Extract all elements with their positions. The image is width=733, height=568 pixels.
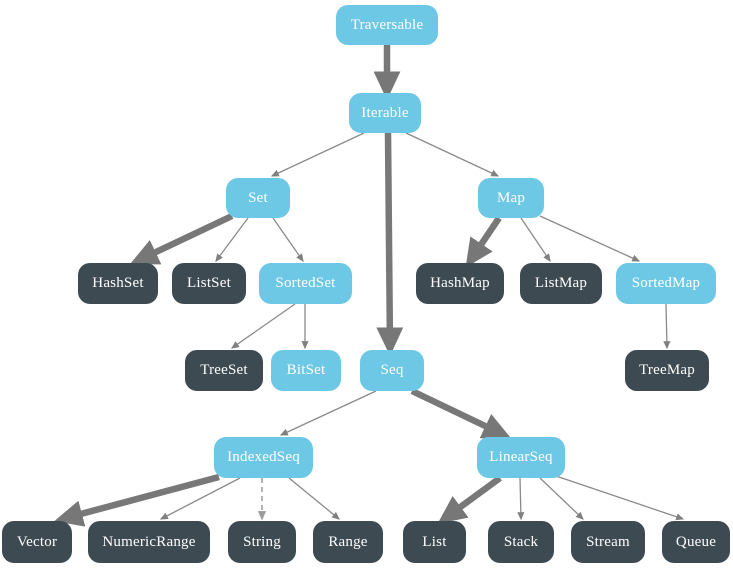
edge-indexedseq-to-range (288, 477, 340, 520)
node-vector[interactable]: Vector (2, 521, 72, 563)
node-traversable[interactable]: Traversable (336, 5, 438, 45)
node-label-listset: ListSet (187, 275, 231, 291)
node-label-map: Map (496, 189, 526, 206)
node-range[interactable]: Range (313, 521, 383, 563)
edge-map-to-hashmap (465, 216, 502, 268)
node-label-listmap: ListMap (534, 275, 588, 291)
node-label-sortedset: SortedSet (275, 275, 336, 291)
edge-indexedseq-to-vector (54, 473, 220, 527)
edge-sortedmap-to-treemap (663, 303, 671, 350)
node-seq[interactable]: Seq (360, 350, 424, 391)
node-list[interactable]: List (403, 521, 466, 563)
edges-group (54, 45, 685, 527)
node-map[interactable]: Map (478, 178, 544, 218)
node-label-queue: Queue (675, 533, 717, 550)
node-label-stack: Stack (503, 533, 539, 550)
node-label-vector: Vector (16, 533, 58, 550)
edge-set-to-sortedset (272, 217, 304, 262)
node-linearseq[interactable]: LinearSeq (477, 437, 565, 478)
node-treeset[interactable]: TreeSet (185, 350, 263, 391)
node-label-sortedmap: SortedMap (631, 275, 701, 291)
node-listset[interactable]: ListSet (172, 263, 246, 304)
edge-linearseq-to-queue (555, 475, 685, 521)
edge-linearseq-to-list (437, 475, 502, 524)
node-label-hashset: HashSet (92, 275, 144, 291)
edge-iterable-to-set (270, 132, 365, 177)
node-label-treeset: TreeSet (200, 362, 248, 378)
edge-iterable-to-seq (376, 132, 404, 357)
node-set[interactable]: Set (226, 178, 290, 218)
node-label-hashmap: HashMap (430, 275, 490, 291)
node-bitset[interactable]: BitSet (271, 350, 341, 391)
node-sortedset[interactable]: SortedSet (259, 263, 352, 304)
node-iterable[interactable]: Iterable (349, 93, 421, 133)
edge-linearseq-to-stack (517, 477, 525, 521)
edge-linearseq-to-stream (539, 477, 584, 520)
edge-map-to-listmap (520, 217, 551, 263)
edge-indexedseq-to-numericrange (159, 477, 241, 520)
node-label-numericrange: NumericRange (102, 533, 196, 550)
node-label-seq: Seq (380, 362, 404, 378)
node-hashmap[interactable]: HashMap (416, 263, 504, 304)
node-indexedseq[interactable]: IndexedSeq (214, 437, 313, 478)
edge-sortedset-to-treeset (231, 303, 296, 349)
node-label-set: Set (248, 189, 268, 206)
edge-set-to-hashset (129, 213, 234, 265)
node-label-indexedseq: IndexedSeq (227, 449, 300, 465)
node-numericrange[interactable]: NumericRange (88, 521, 210, 563)
node-listmap[interactable]: ListMap (520, 263, 602, 304)
node-label-string: String (243, 533, 281, 550)
node-queue[interactable]: Queue (662, 521, 730, 563)
node-label-iterable: Iterable (361, 104, 409, 121)
edge-set-to-listset (215, 217, 249, 262)
edge-seq-to-indexedseq (279, 390, 377, 436)
node-label-traversable: Traversable (350, 16, 424, 33)
node-label-list: List (422, 533, 447, 550)
edge-iterable-to-map (405, 132, 500, 177)
node-stack[interactable]: Stack (488, 521, 554, 563)
node-sortedmap[interactable]: SortedMap (616, 263, 716, 304)
node-label-treemap: TreeMap (639, 362, 695, 378)
node-label-range: Range (328, 533, 368, 550)
node-label-stream: Stream (586, 533, 630, 550)
edge-seq-to-linearseq (410, 388, 512, 439)
node-stream[interactable]: Stream (571, 521, 645, 563)
node-label-linearseq: LinearSeq (489, 449, 553, 465)
node-string[interactable]: String (228, 521, 296, 563)
node-hashset[interactable]: HashSet (78, 263, 158, 304)
node-label-bitset: BitSet (286, 362, 326, 378)
edge-map-to-sortedmap (539, 215, 641, 262)
node-treemap[interactable]: TreeMap (625, 350, 709, 391)
